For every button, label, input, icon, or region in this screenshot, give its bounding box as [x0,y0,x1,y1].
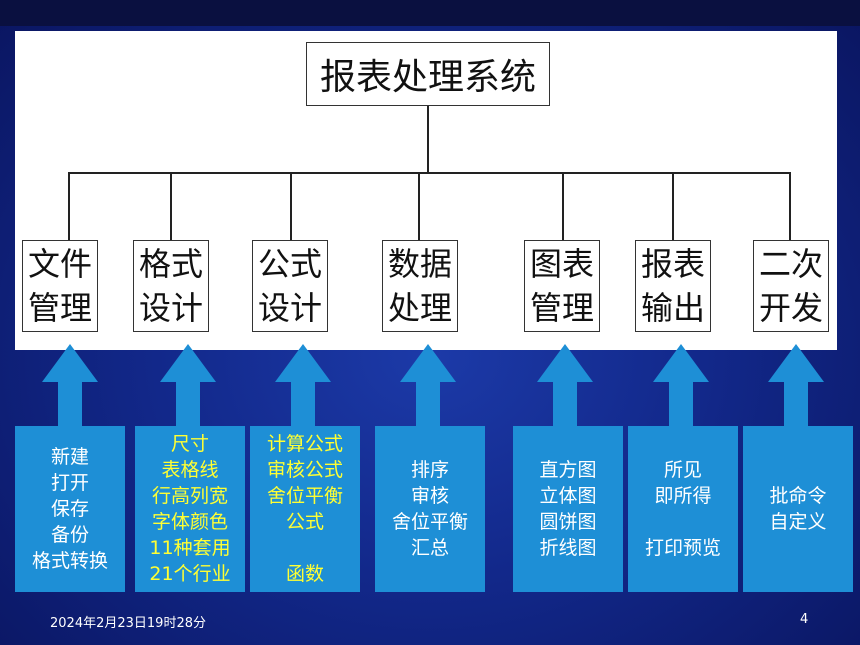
module-data-processing: 数据 处理 [382,240,458,332]
connector-drop-2 [170,172,172,240]
page-number: 4 [800,612,809,627]
up-arrow-icon [275,344,331,428]
connector-drop-5 [562,172,564,240]
module-chart-management: 图表 管理 [524,240,600,332]
module-format-design: 格式 设计 [133,240,209,332]
module-file-management: 文件 管理 [22,240,98,332]
module-report-output: 报表 输出 [635,240,711,332]
footer-datetime: 2024年2月23日19时28分 [50,616,206,631]
up-arrow-icon [160,344,216,428]
top-band [0,0,860,26]
module-secondary-development: 二次 开发 [753,240,829,332]
module-formula-design: 公式 设计 [252,240,328,332]
detail-secondary-development: 批命令 自定义 [743,426,853,592]
up-arrow-icon [768,344,824,428]
detail-chart-management: 直方图 立体图 圆饼图 折线图 [513,426,623,592]
connector-root-stem [427,106,429,174]
connector-drop-1 [68,172,70,240]
up-arrow-icon [653,344,709,428]
connector-drop-7 [789,172,791,240]
detail-format-design: 尺寸 表格线 行高列宽 字体颜色 11种套用 21个行业 [135,426,245,592]
connector-drop-4 [418,172,420,240]
connector-drop-6 [672,172,674,240]
up-arrow-icon [400,344,456,428]
detail-file-management: 新建 打开 保存 备份 格式转换 [15,426,125,592]
detail-formula-design: 计算公式 审核公式 舍位平衡 公式 函数 [250,426,360,592]
root-node: 报表处理系统 [306,42,550,106]
detail-data-processing: 排序 审核 舍位平衡 汇总 [375,426,485,592]
up-arrow-icon [42,344,98,428]
connector-horizontal [68,172,791,174]
connector-drop-3 [290,172,292,240]
detail-report-output: 所见 即所得 打印预览 [628,426,738,592]
up-arrow-icon [537,344,593,428]
